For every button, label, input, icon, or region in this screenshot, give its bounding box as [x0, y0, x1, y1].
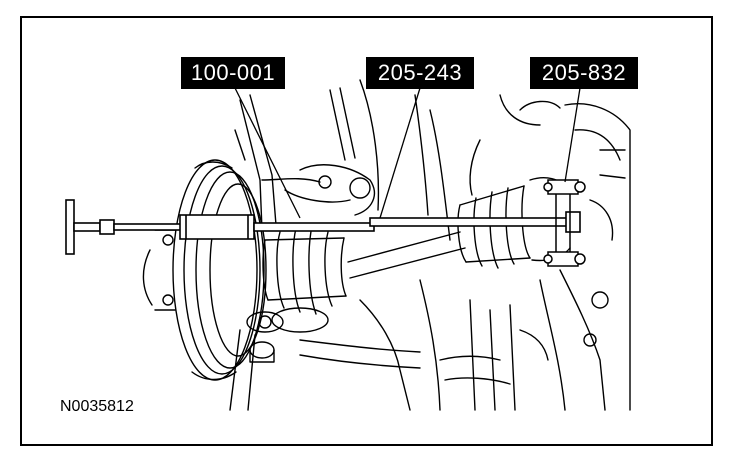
callout-tool-205-832: 205-832 — [530, 57, 638, 89]
leader-line-100-001 — [234, 87, 301, 219]
callout-tool-100-001: 100-001 — [181, 57, 285, 89]
t-handle-collar — [99, 219, 115, 235]
callout-tool-205-243: 205-243 — [366, 57, 474, 89]
slide-rod — [113, 223, 185, 231]
cv-joint-clamp-tool — [543, 179, 586, 267]
subframe — [229, 279, 549, 411]
slide-hammer-tool — [65, 199, 375, 255]
leader-line-205-243 — [379, 87, 421, 219]
adapter-rod — [369, 217, 571, 227]
brake-rotor — [142, 159, 267, 381]
halfshaft-remover-adapter — [369, 211, 581, 233]
halfshaft — [347, 231, 466, 279]
figure-id: N0035812 — [60, 398, 134, 415]
outer-cv-boot — [246, 225, 347, 333]
slide-weight — [179, 214, 255, 240]
hub-bolt — [249, 341, 275, 363]
leader-line-205-832 — [564, 87, 581, 183]
steering-knuckle — [234, 79, 380, 231]
adapter-end — [565, 211, 581, 233]
extension-rod — [253, 222, 375, 232]
t-handle-stem — [73, 222, 101, 232]
t-handle-bar — [65, 199, 75, 255]
